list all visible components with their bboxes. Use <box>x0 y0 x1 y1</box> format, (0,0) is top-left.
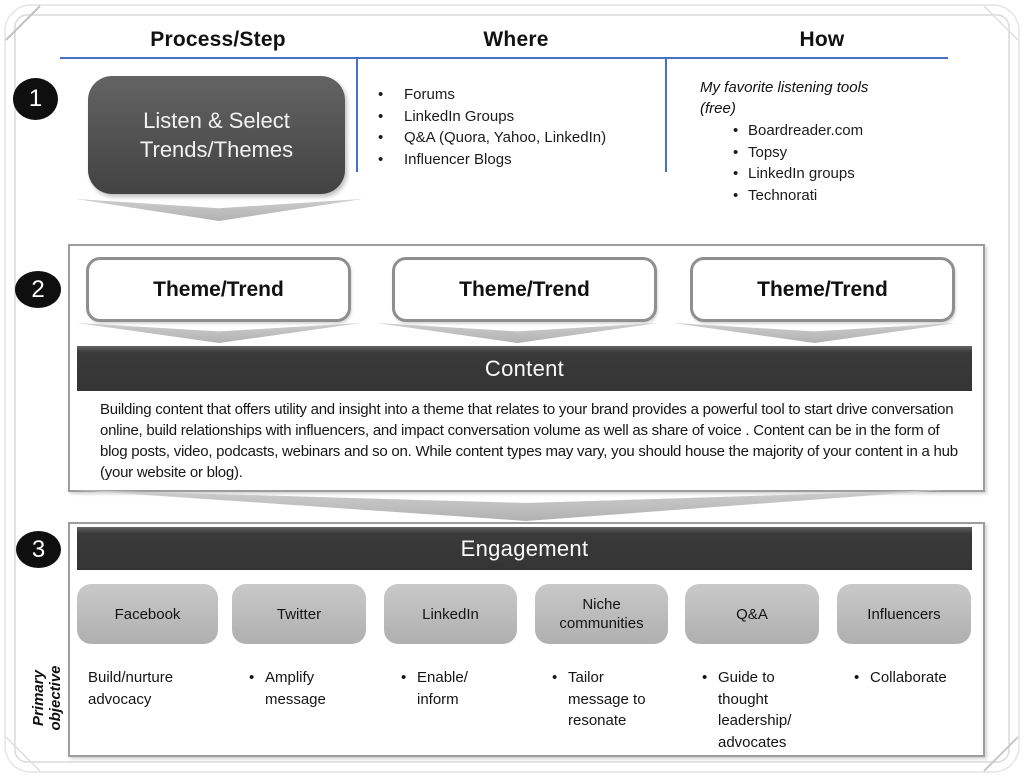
list-item: Q&A (Quora, Yahoo, LinkedIn) <box>368 127 668 149</box>
list-item: Influencer Blogs <box>368 149 668 171</box>
list-item: Topsy <box>700 142 940 164</box>
step-2-badge: 2 <box>15 271 61 308</box>
column-header-where: Where <box>483 28 549 51</box>
column-header-process-step: Process/Step <box>150 28 286 51</box>
how-list: Boardreader.com Topsy LinkedIn groups Te… <box>700 120 940 206</box>
column-header-how: How <box>799 28 845 51</box>
list-item: Technorati <box>700 185 940 207</box>
channel-objective-qa: Guide to thought leadership/ advocates <box>700 667 812 753</box>
theme-trend-box-1: Theme/Trend <box>86 257 351 322</box>
where-list: Forums LinkedIn Groups Q&A (Quora, Yahoo… <box>368 84 668 170</box>
theme-trend-box-3: Theme/Trend <box>690 257 955 322</box>
list-item: LinkedIn groups <box>700 163 940 185</box>
channel-objective-facebook: Build/nurture advocacy <box>88 669 174 708</box>
theme-trend-label: Theme/Trend <box>757 277 888 301</box>
theme-trend-label: Theme/Trend <box>459 277 590 301</box>
channel-label: Influencers <box>867 605 941 623</box>
channel-objective-twitter: Amplify message <box>247 667 347 710</box>
step-1-badge: 1 <box>13 78 58 120</box>
channel-objective-linkedin: Enable/ inform <box>399 667 499 710</box>
channel-box-influencers: Influencers <box>837 584 971 644</box>
how-heading: My favorite listening tools (free) <box>700 79 869 117</box>
content-paragraph: Building content that offers utility and… <box>100 401 958 481</box>
list-item: Forums <box>368 84 668 106</box>
process-box-label: Listen & Select Trends/Themes <box>139 108 294 162</box>
column-divider-1 <box>356 58 358 172</box>
channel-box-qa: Q&A <box>685 584 819 644</box>
engagement-bar: Engagement <box>77 527 972 570</box>
channel-label: Q&A <box>736 605 768 623</box>
content-bar: Content <box>77 346 972 391</box>
chevron-down-icon <box>76 199 362 221</box>
channel-box-twitter: Twitter <box>232 584 366 644</box>
channel-label: LinkedIn <box>422 605 479 623</box>
channel-label: Twitter <box>276 605 322 623</box>
channel-objective-niche-communities: Tailor message to resonate <box>550 667 658 732</box>
chevron-down-icon <box>75 490 943 521</box>
step-3-badge: 3 <box>16 531 61 568</box>
channel-box-facebook: Facebook <box>77 584 218 644</box>
primary-objective-label: Primary objective <box>30 665 64 731</box>
channel-box-linkedin: LinkedIn <box>384 584 517 644</box>
list-item: Boardreader.com <box>700 120 940 142</box>
header-rule <box>60 57 948 59</box>
channel-objective-influencers: Collaborate <box>852 667 977 689</box>
channel-label: Niche communities <box>559 596 644 632</box>
channel-label: Facebook <box>114 605 181 623</box>
theme-trend-box-2: Theme/Trend <box>392 257 657 322</box>
theme-trend-label: Theme/Trend <box>153 277 284 301</box>
list-item: LinkedIn Groups <box>368 106 668 128</box>
process-box-listen-select: Listen & Select Trends/Themes <box>88 76 345 194</box>
channel-box-niche-communities: Niche communities <box>535 584 668 644</box>
